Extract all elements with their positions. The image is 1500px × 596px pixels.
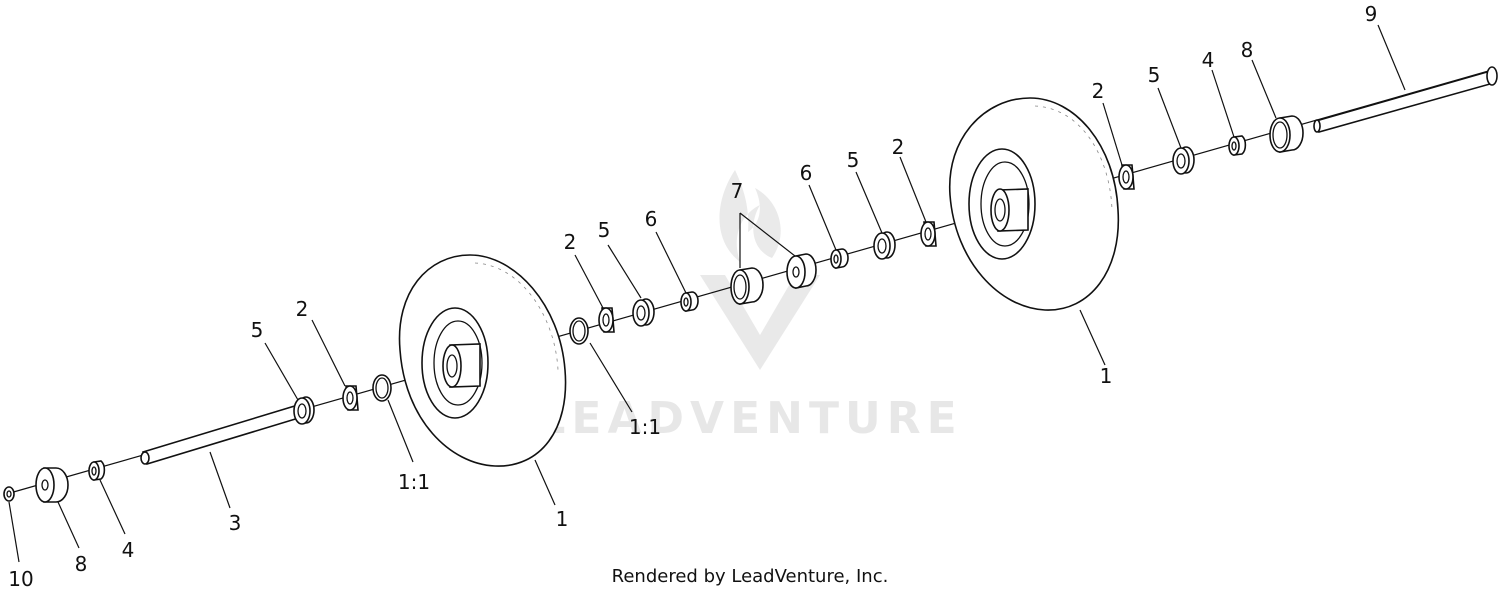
callout-8-right: 8 xyxy=(1241,38,1254,62)
callout-1-1-left-outer: 1:1 xyxy=(398,470,430,494)
callout-9: 9 xyxy=(1365,2,1378,26)
callout-5-right-inner: 5 xyxy=(847,148,860,172)
part-2-bearing-cone-left-inner xyxy=(598,307,615,333)
callout-3: 3 xyxy=(229,511,242,535)
part-1-wheel-left xyxy=(398,254,567,467)
part-2-bearing-cone-left-outer xyxy=(342,385,359,411)
part-3-spacer-tube xyxy=(140,404,304,465)
part-1-1-seal-left-outer xyxy=(372,374,392,402)
callout-4-left: 4 xyxy=(122,538,135,562)
leader-lines xyxy=(8,24,1406,563)
part-1-wheel-right xyxy=(949,97,1120,311)
callout-2-right-inner: 2 xyxy=(892,135,905,159)
callout-8-left: 8 xyxy=(75,552,88,576)
callout-4-right: 4 xyxy=(1202,48,1215,72)
callout-6-left: 6 xyxy=(645,207,658,231)
callout-6-right: 6 xyxy=(800,161,813,185)
part-5-bearing-cup-left-inner xyxy=(632,298,655,327)
part-7-spacer-sleeve-left xyxy=(730,267,764,305)
callout-5-right-outer: 5 xyxy=(1148,63,1161,87)
part-8-spacer-right xyxy=(1269,115,1304,153)
callout-1-left: 1 xyxy=(556,507,569,531)
part-5-bearing-cup-left-outer xyxy=(293,396,315,425)
watermark-logo xyxy=(700,170,820,370)
part-5-bearing-cup-right-outer xyxy=(1172,146,1195,175)
callout-1-right: 1 xyxy=(1100,364,1113,388)
callout-2-right-outer: 2 xyxy=(1092,79,1105,103)
part-8-spacer-left xyxy=(35,467,69,503)
part-1-1-seal-left-inner xyxy=(569,317,589,345)
watermark-text: LEADVENTURE xyxy=(537,393,962,444)
callout-2-left-outer: 2 xyxy=(296,297,309,321)
callout-10: 10 xyxy=(8,567,33,591)
part-4-bushing-right xyxy=(1228,135,1247,156)
part-4-bushing-left xyxy=(88,460,106,481)
part-6-spacer-right xyxy=(830,248,849,269)
part-10-nut xyxy=(3,486,15,502)
callout-5-left-inner: 5 xyxy=(598,218,611,242)
render-credit: Rendered by LeadVenture, Inc. xyxy=(612,566,889,587)
part-2-bearing-cone-right-inner xyxy=(920,221,937,247)
callout-5-left-outer: 5 xyxy=(251,318,264,342)
part-7-spacer-sleeve-right xyxy=(786,253,817,289)
callout-1-1-left-inner: 1:1 xyxy=(629,415,661,439)
callout-2-left-inner: 2 xyxy=(564,230,577,254)
part-2-bearing-cone-right-outer xyxy=(1118,164,1135,190)
callout-7: 7 xyxy=(731,179,744,203)
part-9-axle-bolt xyxy=(1313,66,1498,133)
part-6-spacer-left xyxy=(680,291,699,312)
part-5-bearing-cup-right-inner xyxy=(873,231,896,260)
